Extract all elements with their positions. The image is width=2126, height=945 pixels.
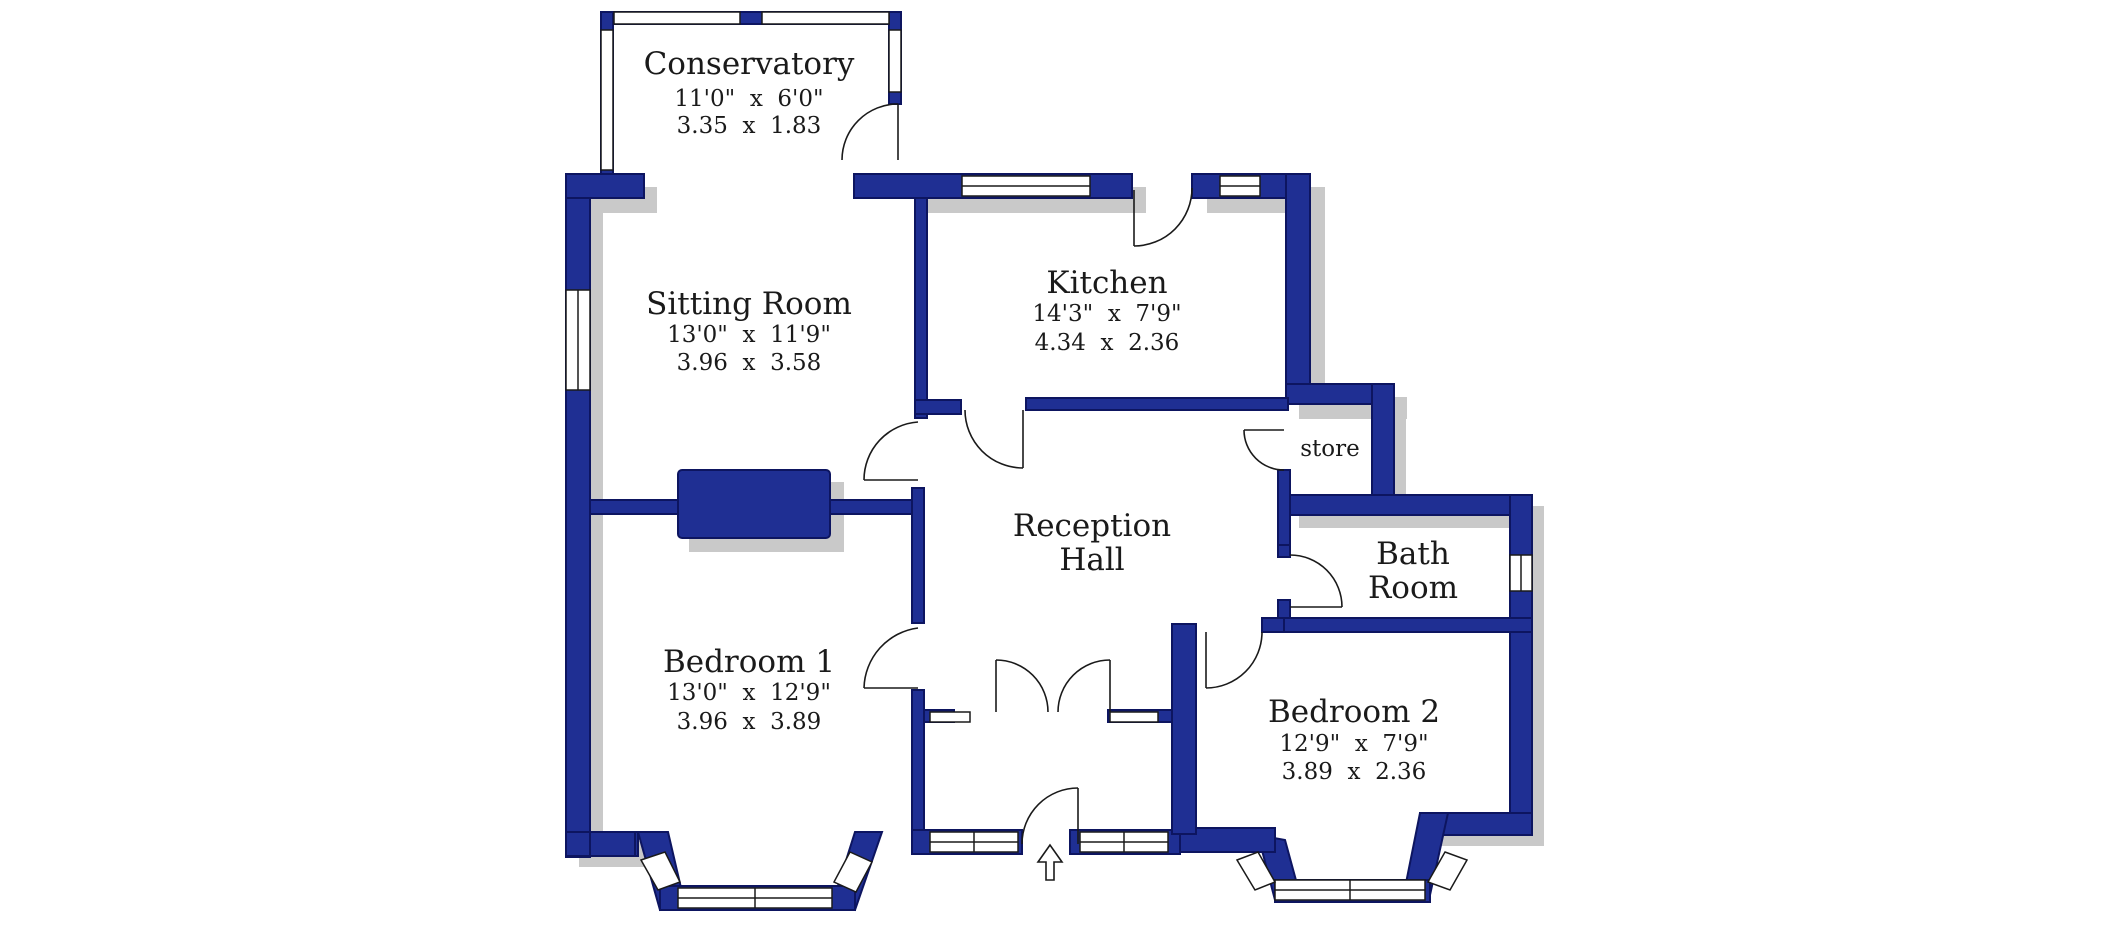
kitchen-metric: 4.34 x 2.36 [1035, 330, 1180, 356]
windows [565, 11, 1533, 909]
kitchen-imperial: 14'3" x 7'9" [1032, 301, 1181, 327]
doors [841, 103, 1343, 845]
bedroom-1-imperial: 13'0" x 12'9" [667, 680, 831, 706]
conservatory-name: Conservatory [644, 46, 855, 82]
bedroom-1-metric: 3.96 x 3.89 [677, 709, 822, 735]
reception-hall-name-line1: Reception [1013, 508, 1171, 544]
bedroom-2-name: Bedroom 2 [1268, 694, 1440, 730]
sitting-room-name: Sitting Room [646, 286, 852, 322]
conservatory-imperial: 11'0" x 6'0" [674, 86, 823, 112]
bedroom-2-metric: 3.89 x 2.36 [1282, 759, 1427, 785]
bedroom-2-imperial: 12'9" x 7'9" [1279, 731, 1428, 757]
bath-room-name-line2: Room [1368, 570, 1458, 606]
kitchen-name: Kitchen [1046, 265, 1167, 301]
store-name: store [1300, 436, 1360, 462]
reception-hall-name-line2: Hall [1059, 542, 1124, 578]
room-labels: Conservatory 11'0" x 6'0" 3.35 x 1.83 Si… [644, 46, 1458, 785]
bedroom-1-name: Bedroom 1 [663, 644, 835, 680]
up-arrow-icon [1036, 843, 1064, 881]
conservatory-metric: 3.35 x 1.83 [677, 113, 822, 139]
sitting-room-metric: 3.96 x 3.58 [677, 350, 822, 376]
bath-room-name-line1: Bath [1376, 536, 1450, 572]
sitting-room-imperial: 13'0" x 11'9" [667, 322, 831, 348]
